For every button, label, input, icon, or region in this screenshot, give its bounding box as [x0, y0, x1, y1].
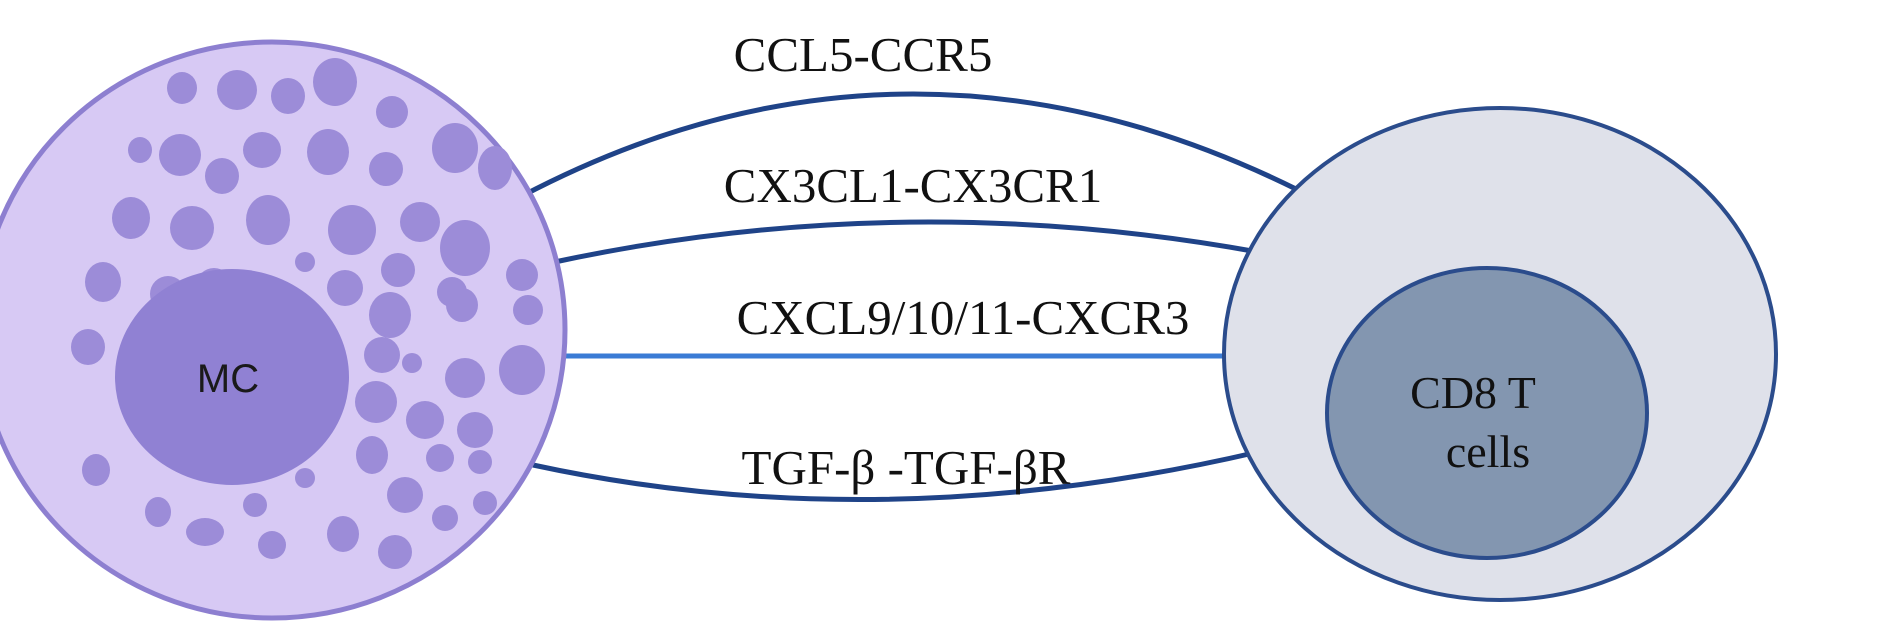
granule — [400, 202, 440, 242]
granule — [327, 516, 359, 552]
granule — [159, 134, 201, 176]
granule — [82, 454, 110, 486]
granule — [355, 381, 397, 423]
granule — [513, 295, 543, 325]
granule — [376, 96, 408, 128]
cx3cl1-cx3cr1-label: CX3CL1-CX3CR1 — [724, 158, 1102, 213]
granule — [440, 220, 490, 276]
granule — [128, 137, 152, 163]
granule — [71, 329, 105, 365]
mast-cell-granules — [71, 58, 545, 569]
t-cell-label-line2: cells — [1446, 426, 1530, 477]
granule — [258, 531, 286, 559]
granule — [364, 337, 400, 373]
cxcl9-cxcr3-label: CXCL9/10/11-CXCR3 — [737, 290, 1190, 345]
granule — [85, 262, 121, 302]
granule — [295, 252, 315, 272]
ccl5-ccr5-connector — [520, 91, 1300, 199]
granule — [186, 518, 224, 546]
granule — [246, 195, 290, 245]
granule — [307, 129, 349, 175]
t-cell-label-line1: CD8 T — [1410, 367, 1536, 418]
granule — [445, 358, 485, 398]
mast-cell-nucleus — [115, 269, 349, 485]
granule — [205, 158, 239, 194]
granule — [271, 78, 305, 114]
granule — [145, 497, 171, 527]
cd8-t-cell: CD8 T cells — [1222, 106, 1778, 602]
granule — [369, 292, 411, 338]
granule — [499, 345, 545, 395]
granule — [243, 493, 267, 517]
granule — [432, 123, 478, 173]
granule — [406, 401, 444, 439]
granule — [313, 58, 357, 106]
granule — [356, 436, 388, 474]
granule — [426, 444, 454, 472]
granule — [402, 353, 422, 373]
granule — [387, 477, 423, 513]
granule — [506, 259, 538, 291]
mast-cell: MC — [0, 39, 568, 621]
granule — [381, 253, 415, 287]
granule — [378, 535, 412, 569]
granule — [457, 412, 493, 448]
granule — [328, 205, 376, 255]
granule — [369, 152, 403, 186]
granule — [243, 132, 281, 168]
interaction-labels: CCL5-CCR5 CX3CL1-CX3CR1 CXCL9/10/11-CXCR… — [724, 27, 1190, 495]
tgfb-tgfbr-connector — [532, 449, 1259, 503]
t-cell-nucleus — [1325, 266, 1649, 560]
granule — [478, 146, 512, 190]
granule — [295, 468, 315, 488]
granule — [167, 72, 197, 104]
granule — [170, 206, 214, 250]
granule — [473, 491, 497, 515]
granule — [112, 197, 150, 239]
granule — [468, 450, 492, 474]
interaction-lines — [520, 91, 1300, 503]
granule — [327, 270, 363, 306]
granule — [217, 70, 257, 110]
granule — [446, 288, 478, 322]
ccl5-ccr5-label: CCL5-CCR5 — [734, 27, 993, 82]
cx3cl1-cx3cr1-connector — [549, 219, 1259, 266]
mast-cell-label: MC — [197, 357, 259, 401]
tgfb-tgfbr-label: TGF-β -TGF-βR — [742, 440, 1071, 495]
granule — [432, 505, 458, 531]
